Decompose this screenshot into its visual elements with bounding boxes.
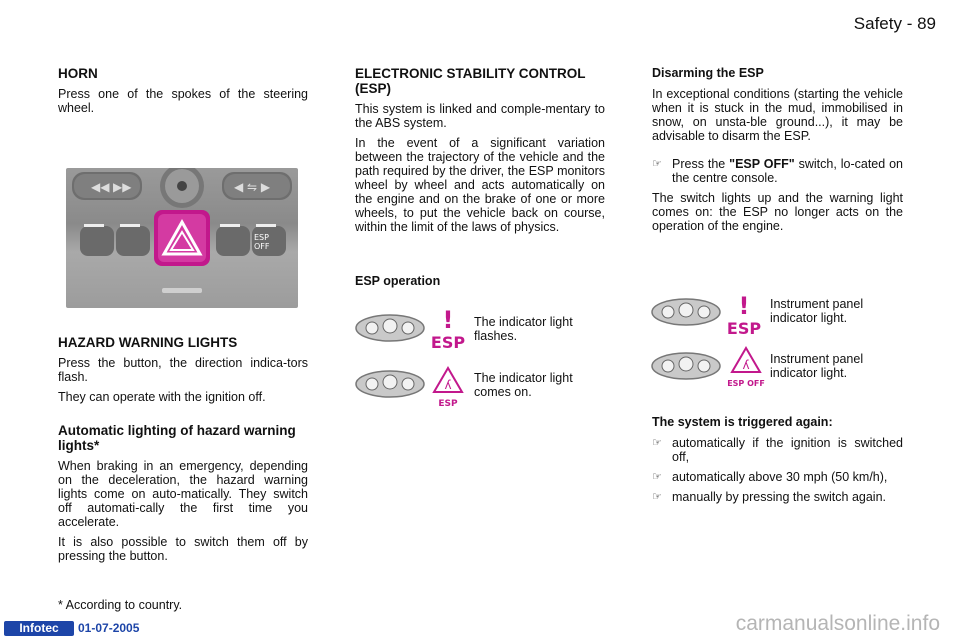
instrument-esp-label: Instrument panel indicator light. xyxy=(770,297,864,325)
svg-text:◀◀: ◀◀ xyxy=(91,180,110,194)
watermark: carmanualsonline.info xyxy=(735,612,940,635)
pointing-hand-icon: ☞ xyxy=(652,437,662,449)
footnote: * According to country. xyxy=(58,598,183,612)
esp-warning-icon: ! ESP xyxy=(355,306,465,352)
triggered-item: ☞ automatically above 30 mph (50 km/h), xyxy=(652,470,888,484)
disarm-section: Disarming the ESP In exceptional conditi… xyxy=(652,66,903,239)
hazard-switch-photo: ◀◀ ▶▶ ◀ ⇋ ▶ ESP OFF xyxy=(66,164,298,308)
svg-text:ESP: ESP xyxy=(254,233,269,242)
esp-operation-title: ESP operation xyxy=(355,274,441,288)
svg-text:OFF: OFF xyxy=(254,242,270,251)
instrument-esp-off-label: Instrument panel indicator light. xyxy=(770,352,864,380)
svg-text:ESP: ESP xyxy=(727,319,761,338)
horn-section: HORN Press one of the spokes of the stee… xyxy=(58,66,308,121)
esp-section: ELECTRONIC STABILITY CONTROL (ESP) This … xyxy=(355,66,605,240)
horn-text: Press one of the spokes of the steering … xyxy=(58,87,308,115)
esp-instrument-icon: ! ESP xyxy=(651,292,761,338)
disarm-bullet: ☞ Press the "ESP OFF" switch, lo-cated o… xyxy=(652,157,904,185)
pointing-hand-icon: ☞ xyxy=(652,471,662,483)
instrument-esp-off-indicator: ʎ ESP OFF xyxy=(650,344,766,399)
auto-hazard-title: Automatic lighting of hazard warning lig… xyxy=(58,423,296,453)
auto-hazard-section: Automatic lighting of hazard warning lig… xyxy=(58,423,308,569)
disarm-title: Disarming the ESP xyxy=(652,66,764,80)
svg-text:!: ! xyxy=(443,306,454,334)
instrument-esp-indicator: ! ESP xyxy=(650,290,762,345)
esp-text-2: In the event of a significant variation … xyxy=(355,136,605,234)
svg-text:▶▶: ▶▶ xyxy=(113,180,132,194)
triggered-section: The system is triggered again: ☞ automat… xyxy=(652,415,903,510)
pointing-hand-icon: ☞ xyxy=(652,158,662,170)
esp-off-switch-name: "ESP OFF" xyxy=(729,157,795,171)
svg-text:ESP OFF: ESP OFF xyxy=(727,379,765,388)
svg-text:!: ! xyxy=(739,292,750,320)
auto-hazard-text-1: When braking in an emergency, depending … xyxy=(58,459,308,529)
esp-text-1: This system is linked and comple-mentary… xyxy=(355,102,605,130)
esp-on-label: The indicator light comes on. xyxy=(474,371,573,399)
triggered-item: ☞ manually by pressing the switch again. xyxy=(652,490,887,504)
pointing-hand-icon: ☞ xyxy=(652,491,662,503)
hazard-text-1: Press the button, the direction indica-t… xyxy=(58,356,308,384)
svg-text:ʎ: ʎ xyxy=(742,358,749,372)
disarm-text-1: In exceptional conditions (starting the … xyxy=(652,87,903,143)
hazard-section: HAZARD WARNING LIGHTS Press the button, … xyxy=(58,335,308,410)
svg-text:ʎ: ʎ xyxy=(444,378,451,392)
svg-text:ESP: ESP xyxy=(431,333,465,352)
esp-flashing-indicator: ! ESP xyxy=(354,304,466,359)
triggered-title: The system is triggered again: xyxy=(652,415,833,429)
dashboard-panel-image: ◀◀ ▶▶ ◀ ⇋ ▶ ESP OFF xyxy=(72,164,292,293)
esp-flashing-label: The indicator light flashes. xyxy=(474,315,573,343)
svg-text:ESP: ESP xyxy=(438,399,458,409)
triggered-item: ☞ automatically if the ignition is switc… xyxy=(652,436,903,464)
hazard-title: HAZARD WARNING LIGHTS xyxy=(58,335,238,350)
esp-title: ELECTRONIC STABILITY CONTROL (ESP) xyxy=(355,66,586,96)
edition-date: 01-07-2005 xyxy=(78,621,140,635)
infotec-logo: Infotec xyxy=(4,621,74,636)
esp-on-indicator: ʎ ESP xyxy=(354,362,466,417)
hazard-text-2: They can operate with the ignition off. xyxy=(58,390,266,404)
svg-text:◀ ⇋ ▶: ◀ ⇋ ▶ xyxy=(234,180,271,194)
disarm-text-2: The switch lights up and the warning lig… xyxy=(652,191,903,233)
esp-off-instrument-icon: ʎ ESP OFF xyxy=(651,346,765,388)
esp-car-skid-icon: ʎ ESP xyxy=(355,366,464,409)
auto-hazard-text-2: It is also possible to switch them off b… xyxy=(58,535,308,563)
page-header: Safety - 89 xyxy=(853,14,936,33)
horn-title: HORN xyxy=(58,66,98,81)
